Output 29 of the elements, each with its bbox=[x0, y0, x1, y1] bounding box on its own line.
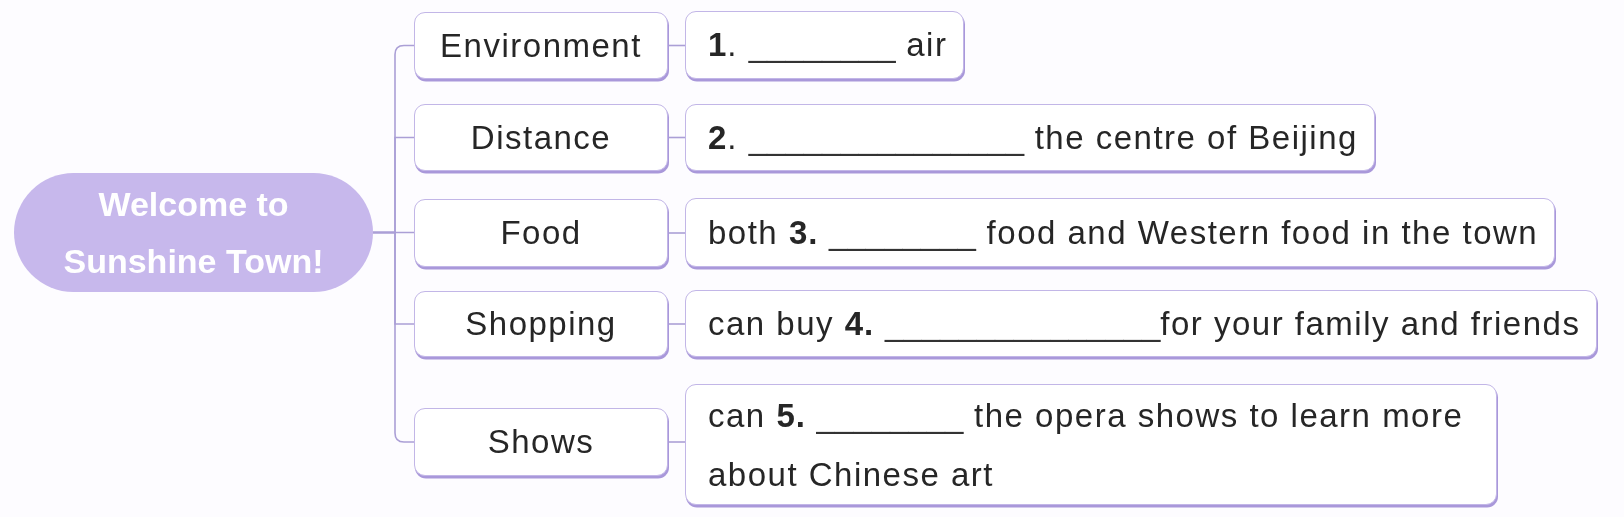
prompt-box bbox=[685, 104, 1375, 171]
prompt-text: 1. ________ air bbox=[708, 25, 948, 65]
connector-line bbox=[667, 323, 686, 325]
connector-line bbox=[667, 232, 686, 234]
prompt-text: 2. _______________ the centre of Beijing bbox=[708, 117, 1358, 158]
connector-line bbox=[667, 441, 686, 443]
prompt-box bbox=[685, 290, 1598, 357]
prompt-box bbox=[685, 198, 1556, 267]
fill-in-line: ________ bbox=[816, 396, 964, 434]
category-box bbox=[414, 199, 668, 267]
prompt-box bbox=[685, 11, 965, 79]
category-label: Distance bbox=[470, 117, 612, 158]
fill-in-line: ________ bbox=[829, 213, 976, 251]
fill-in-line: ________ bbox=[748, 26, 896, 64]
category-label: Food bbox=[500, 213, 582, 253]
category-label: Shows bbox=[487, 422, 595, 462]
prompt-box bbox=[685, 384, 1497, 505]
prompt-text: can 5. ________ the opera shows to learn more about Chinese art bbox=[708, 395, 1465, 495]
fill-in-line: _______________ bbox=[748, 118, 1024, 156]
category-label: Shopping bbox=[465, 304, 617, 344]
prompt-text: can buy 4. _______________for your family and friends bbox=[708, 303, 1581, 344]
category-box bbox=[414, 408, 668, 476]
prompt-text: both 3. ________ food and Western food in the town bbox=[708, 212, 1539, 253]
category-box bbox=[414, 104, 668, 171]
category-box bbox=[414, 291, 668, 357]
category-label: Environment bbox=[440, 25, 642, 66]
fill-in-line: _______________ bbox=[884, 304, 1161, 342]
category-box bbox=[414, 12, 668, 79]
title-text: Welcome to Sunshine Town! bbox=[62, 183, 325, 282]
